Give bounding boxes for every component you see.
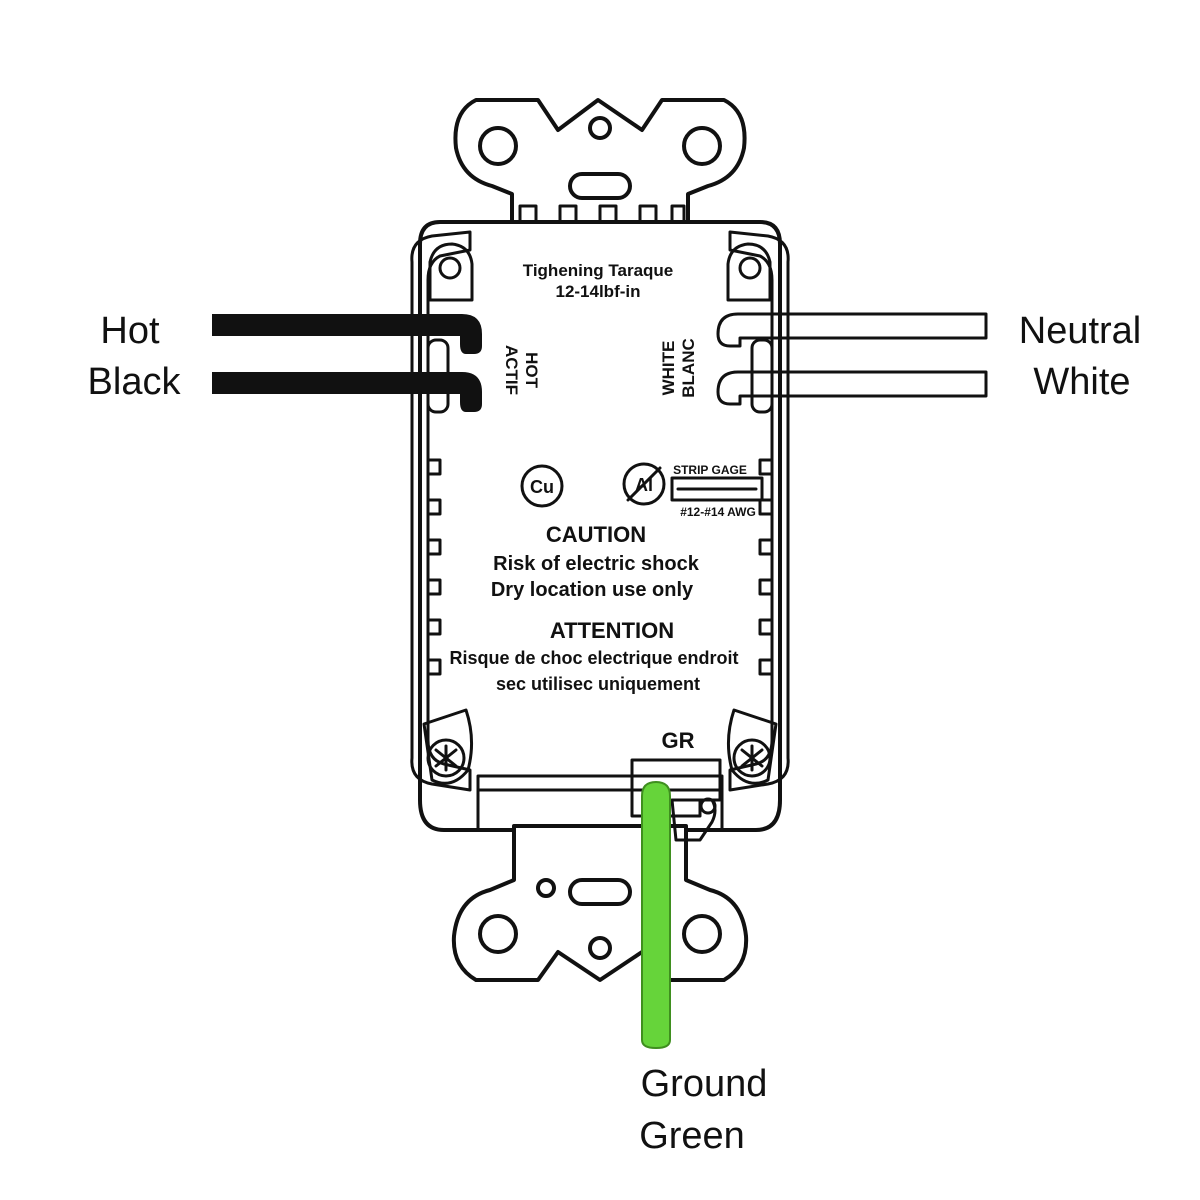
right-clamp-tab xyxy=(750,338,774,414)
strap-hole-bottom-center xyxy=(588,936,612,960)
torque-label-line1: Tighening Taraque xyxy=(523,261,674,280)
awg-label: #12-#14 AWG xyxy=(680,505,756,519)
al-symbol: Al xyxy=(622,462,666,506)
torque-label-line2: 12-14lbf-in xyxy=(555,282,640,301)
caution-title: CAUTION xyxy=(546,522,646,547)
neutral-wire-lower xyxy=(716,370,988,406)
hot-terminal-label: HOT ACTIF xyxy=(502,345,541,395)
top-mounting-strap xyxy=(453,98,747,224)
corner-screw-bottom-left xyxy=(422,708,473,785)
neutral-label-line1: Neutral xyxy=(1019,310,1142,352)
strap-hole-right xyxy=(682,126,722,166)
bottom-mounting-strap xyxy=(451,824,749,982)
attention-line1: Risque de choc electrique endroit xyxy=(449,648,738,668)
strip-gage-label: STRIP GAGE xyxy=(673,463,747,477)
attention-title: ATTENTION xyxy=(550,618,674,643)
strap-hole-bottom-right xyxy=(682,914,722,954)
ground-label-line1: Ground xyxy=(641,1063,768,1105)
ground-terminal-assembly xyxy=(630,758,722,842)
ground-terminal-label: GR xyxy=(662,728,695,753)
white-terminal-line2: BLANC xyxy=(679,338,698,398)
neutral-wire-upper xyxy=(716,312,988,348)
hot-wire-lower xyxy=(212,372,482,412)
cu-symbol: Cu xyxy=(520,464,564,508)
hot-label-line1: Hot xyxy=(100,310,160,352)
caution-line1: Risk of electric shock xyxy=(493,553,700,575)
neutral-wires xyxy=(716,312,988,406)
strap-hole-bottom-left xyxy=(478,914,518,954)
strap-slot-bottom xyxy=(568,878,632,906)
strap-hole-small xyxy=(536,878,556,898)
neutral-label-line2: White xyxy=(1033,361,1130,403)
hot-terminal-line1: HOT xyxy=(522,352,541,389)
strap-hole-left xyxy=(478,126,518,166)
white-terminal-line1: WHITE xyxy=(659,341,678,396)
strap-hole-center xyxy=(588,116,612,140)
corner-screw-top-right xyxy=(726,242,772,302)
strap-slot xyxy=(568,172,632,200)
cu-symbol-text: Cu xyxy=(530,477,554,497)
white-terminal-label: WHITE BLANC xyxy=(659,338,698,398)
caution-line2: Dry location use only xyxy=(491,579,694,601)
corner-screw-bottom-right xyxy=(727,708,778,785)
hot-wires xyxy=(212,314,482,412)
ground-wire xyxy=(641,780,671,1050)
hot-wire-upper xyxy=(212,314,482,354)
corner-screw-top-left xyxy=(428,242,474,302)
device-body xyxy=(410,220,790,832)
ground-label-line2: Green xyxy=(639,1115,745,1157)
hot-label-line2: Black xyxy=(88,361,182,403)
strip-gage: STRIP GAGE #12-#14 AWG xyxy=(670,463,764,519)
hot-terminal-line2: ACTIF xyxy=(502,345,521,395)
attention-line2: sec utilisec uniquement xyxy=(496,674,700,694)
